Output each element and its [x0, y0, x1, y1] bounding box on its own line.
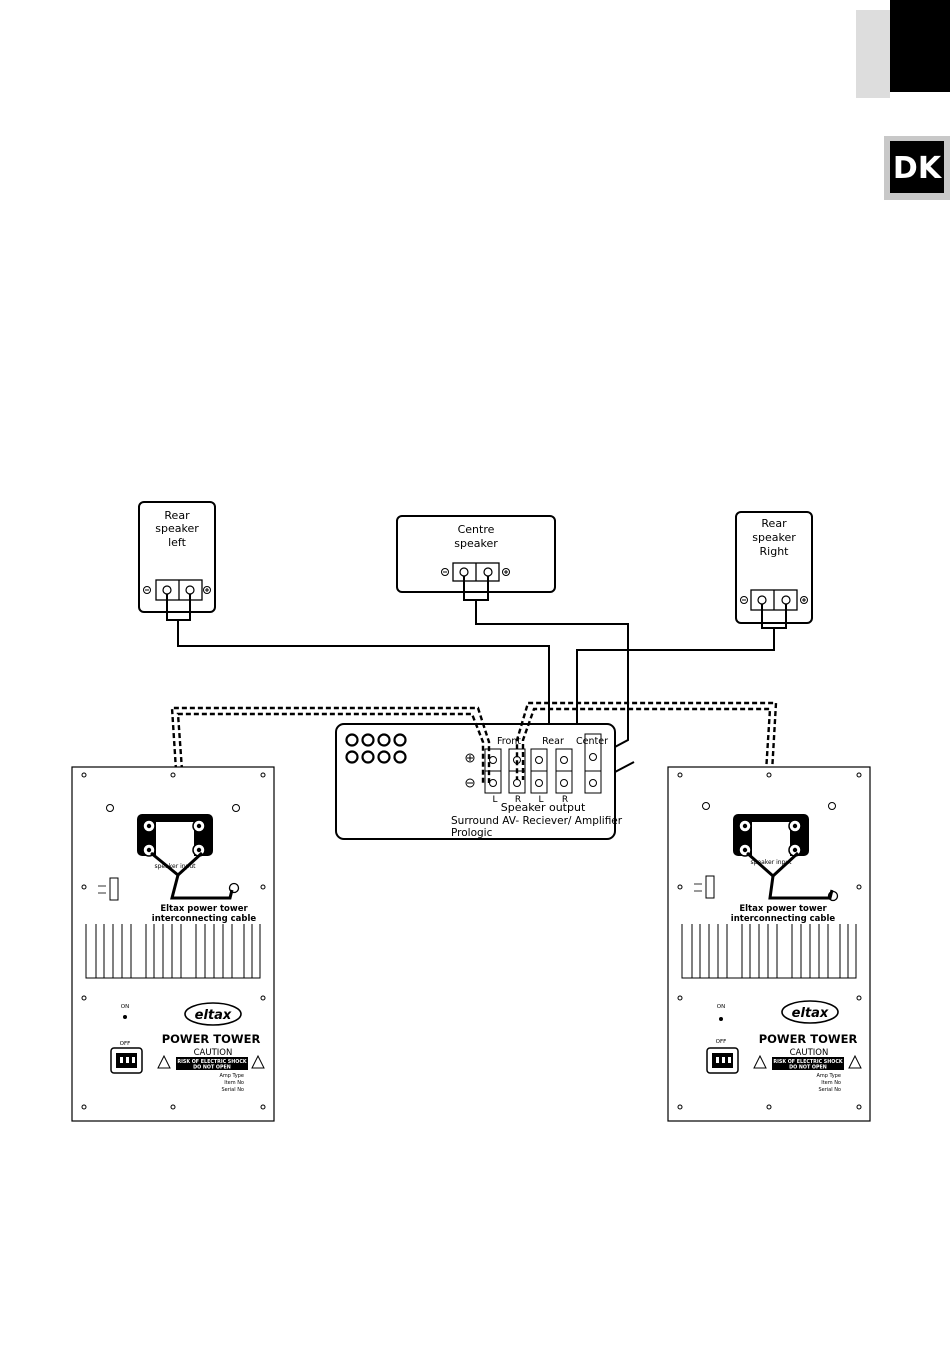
rear-left-label-2: speaker [155, 522, 199, 535]
terminal-front-R: R [515, 795, 521, 805]
tower-left-warning-2: DO NOT OPEN [193, 1065, 231, 1071]
tower-left-amp-type: Amp Type [219, 1073, 244, 1079]
tower-left-caution: CAUTION [194, 1048, 233, 1058]
tower-left-input-label: speaker input [154, 863, 196, 870]
tower-left-logo: eltax [195, 1008, 232, 1023]
page-tab-marker [856, 0, 950, 98]
tower-right-amp-type: Amp Type [816, 1073, 841, 1079]
tower-right-caution: CAUTION [790, 1048, 829, 1058]
receiver-subtitle: Prologic [451, 827, 493, 839]
power-tower-left: speaker input Eltax power tower intercon… [71, 766, 275, 1122]
tower-left-warning-1: RISK OF ELECTRIC SHOCK [177, 1059, 246, 1065]
terminal-rear-L: L [538, 795, 543, 805]
tower-left-cable-label-1: Eltax power tower [160, 904, 248, 914]
tower-right-off-label: OFF [716, 1039, 727, 1045]
language-tab[interactable]: DK [884, 136, 950, 200]
tower-right-serial-no: Serial No [818, 1087, 841, 1093]
centre-label-1: Centre [458, 523, 495, 536]
language-tab-label: DK [893, 151, 943, 186]
centre-label-2: speaker [454, 537, 498, 550]
tower-right-logo: eltax [792, 1006, 829, 1021]
receiver-title: Surround AV- Reciever/ Amplifier [451, 815, 623, 827]
centre-speaker: Centre speaker [396, 515, 556, 593]
tower-left-off-label: OFF [120, 1041, 131, 1047]
speaker-output-label: Speaker output [501, 801, 586, 814]
tower-left-on-label: ON [121, 1004, 129, 1010]
tower-right-input-label: speaker input [750, 859, 792, 866]
terminal-front-L: L [492, 795, 497, 805]
rear-right-label-3: Right [760, 545, 790, 558]
rca-jacks [345, 733, 407, 764]
tower-right-product: POWER TOWER [759, 1032, 858, 1046]
rear-left-label-1: Rear [164, 509, 190, 522]
tower-left-cable-label-2: interconnecting cable [152, 914, 257, 924]
rear-speaker-right: Rear speaker Right [735, 511, 813, 624]
tower-right-cable-label-1: Eltax power tower [739, 904, 827, 914]
power-tower-right: speaker input Eltax power tower intercon… [667, 766, 871, 1122]
av-receiver: Front Rear Center L R L R Speaker output [335, 723, 623, 840]
tower-right-cable-label-2: interconnecting cable [731, 914, 836, 924]
tower-left-product: POWER TOWER [162, 1032, 261, 1046]
tower-left-serial-no: Serial No [221, 1087, 244, 1093]
tower-right-warning-1: RISK OF ELECTRIC SHOCK [773, 1059, 842, 1065]
tower-right-warning-2: DO NOT OPEN [789, 1065, 827, 1071]
rear-right-label-2: speaker [752, 531, 796, 544]
rear-left-label-3: left [168, 536, 187, 549]
group-center-label: Center [576, 736, 608, 747]
terminal-rear-R: R [562, 795, 568, 805]
tower-right-item-no: Item No [821, 1080, 841, 1086]
rear-right-label-1: Rear [761, 517, 787, 530]
group-front-label: Front [497, 736, 521, 747]
group-rear-label: Rear [542, 736, 564, 747]
rear-speaker-left: Rear speaker left [138, 501, 216, 613]
tower-right-on-label: ON [717, 1004, 725, 1010]
tower-left-item-no: Item No [224, 1080, 244, 1086]
